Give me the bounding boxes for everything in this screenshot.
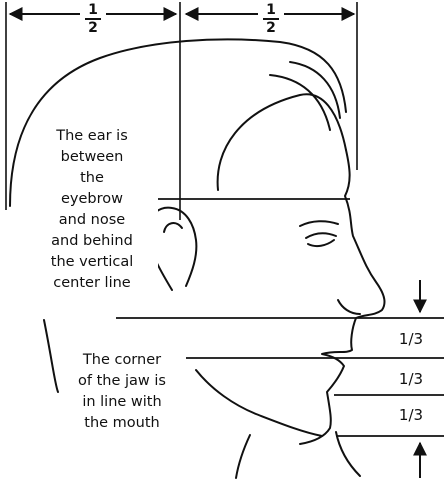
ear-note-line: and behind [51,233,133,249]
nostril-line [337,299,361,315]
right-half-numerator: 1 [266,2,276,18]
shoulder-line [335,431,361,477]
ratio-label-nose-to-mouth: 1/3 [398,330,424,348]
ear-inner [163,222,183,233]
head-outline [9,38,386,479]
jaw-note-line: the mouth [84,415,160,431]
jaw-note: The corner of the jaw is in line with th… [62,350,182,434]
right-half-denominator: 2 [266,20,276,36]
neck-back-line [43,319,59,393]
back-of-head-curve [9,38,347,207]
ear-note-line: and nose [58,212,126,228]
vertical-guides [5,2,358,220]
face-profile [299,149,386,445]
ratio-label-lip-to-chin: 1/3 [398,406,424,424]
hair-streak-2 [289,61,341,119]
right-half-fraction-bar [263,18,279,20]
eye [305,232,337,248]
jaw-note-line: in line with [82,394,162,410]
ear-note-line: between [60,149,124,165]
ear-note-line: The ear is [56,128,128,144]
jaw-note-line: of the jaw is [78,373,166,389]
hair-streak-1 [269,74,331,131]
ear-note-line: the [80,170,104,186]
right-half-label: 1 2 [258,3,284,35]
jaw-line [195,369,323,437]
horizontal-guides [116,198,444,437]
jaw-note-line: The corner [82,352,162,368]
left-half-numerator: 1 [88,2,98,18]
ratio-label-mouth-to-lip: 1/3 [398,370,424,388]
hairline [216,93,347,191]
left-half-fraction-bar [85,18,101,20]
ear-note: The ear is between the eyebrow and nose … [26,126,158,294]
eyebrow [299,220,339,227]
ear-note-line: center line [53,275,131,291]
left-half-label: 1 2 [80,3,106,35]
left-half-denominator: 2 [88,20,98,36]
neck-front-line [235,434,251,479]
ear-note-line: eyebrow [60,191,123,207]
ear-note-line: the vertical [50,254,134,270]
jaw-drawing [195,369,323,437]
